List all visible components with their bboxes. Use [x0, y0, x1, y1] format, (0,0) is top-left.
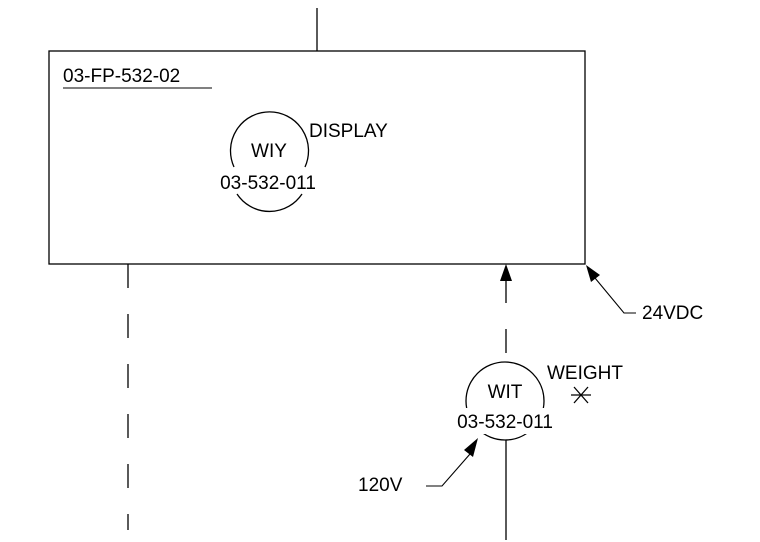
dc-power-label: 24VDC	[642, 303, 703, 324]
transmitter-number-label: 03-532-011	[457, 412, 553, 433]
transmitter-text-mask	[445, 408, 567, 434]
transmitter-description-label: WEIGHT	[547, 363, 623, 384]
dc-power-leader	[594, 277, 636, 314]
display-function-label: WIY	[251, 141, 287, 162]
panel-box	[48, 50, 586, 265]
signal-arrowhead	[500, 264, 512, 281]
transmitter-instrument: WIT 03-532-011 WEIGHT	[445, 361, 623, 441]
display-bubble-bottom-arc	[236, 193, 303, 213]
transmitter-function-label: WIT	[488, 382, 523, 403]
ac-power-label: 120V	[358, 475, 403, 496]
panel-tag: 03-FP-532-02	[63, 66, 180, 87]
display-number-label: 03-532-011	[220, 173, 316, 194]
display-instrument: WIY 03-532-011 DISPLAY	[220, 111, 388, 213]
display-bubble-top-arc	[229, 111, 310, 168]
display-description-label: DISPLAY	[309, 121, 388, 142]
ac-power-leader	[426, 453, 471, 487]
asterisk-icon	[571, 386, 591, 404]
ac-power-arrowhead	[464, 438, 478, 457]
transmitter-bubble	[465, 361, 545, 441]
dc-power-arrowhead	[586, 265, 600, 282]
